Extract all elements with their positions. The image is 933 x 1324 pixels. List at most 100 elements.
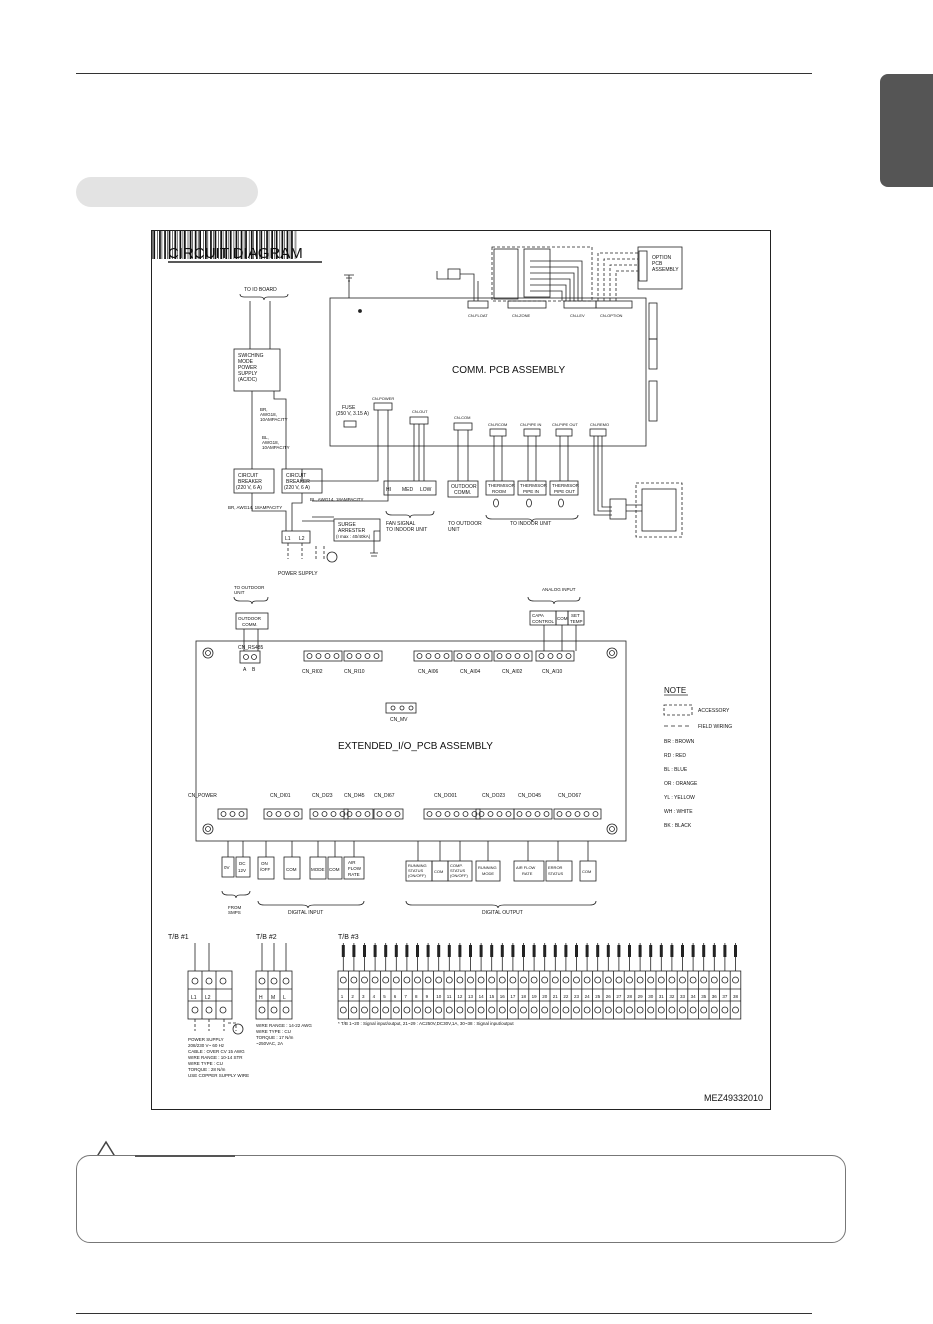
io-connector — [553, 808, 602, 820]
barcode-bar — [187, 231, 189, 259]
tb3-wire-tag — [543, 945, 547, 957]
cn-ri02-label: CN_RI02 — [302, 669, 323, 675]
do-err-1: ERROR — [548, 865, 563, 870]
cn-rcom-label: CN-RCOM — [488, 422, 507, 427]
ps-l1: L1 — [285, 536, 291, 542]
tb3-screw — [530, 1006, 538, 1014]
io-connector — [303, 650, 343, 662]
tb3-label: T/B #3 — [338, 934, 359, 941]
language-tab[interactable] — [880, 74, 933, 187]
connector-pin — [444, 811, 451, 817]
do-air-1: AIR FLOW — [516, 865, 536, 870]
tb3-screw — [657, 1006, 665, 1014]
barcode-bar — [253, 231, 254, 259]
power-supply-label: POWER SUPPLY — [278, 571, 318, 577]
tb3-number: 38 — [733, 994, 739, 999]
io-connector — [373, 808, 404, 820]
io-connector — [493, 650, 533, 662]
barcode-bar — [250, 231, 253, 259]
barcode-bar — [275, 231, 278, 259]
io-connector — [217, 808, 248, 820]
barcode-bar — [159, 231, 161, 259]
tb3-screw — [361, 1006, 368, 1014]
connector-pin — [487, 811, 494, 817]
tb3-screw — [647, 1006, 655, 1014]
mv-pin — [408, 705, 414, 711]
do-comp-2: STATUS — [450, 868, 466, 873]
note-wh: WH : WHITE — [664, 809, 693, 815]
tb3-number: 13 — [468, 994, 474, 999]
tb3-wire-tag — [500, 945, 504, 957]
barcode-bar — [264, 231, 265, 259]
tb3-number: 28 — [627, 994, 633, 999]
footer-rule — [76, 1313, 812, 1314]
note-or: OR : ORANGE — [664, 781, 698, 787]
connector-pin — [339, 811, 346, 817]
connector-pin — [523, 653, 530, 659]
cn-do23-label: CN_DO23 — [482, 793, 505, 799]
tb3-number: 16 — [500, 994, 506, 999]
connector-pin — [443, 653, 450, 659]
tb3-screw — [477, 976, 485, 984]
wire-bl-1: BL, — [262, 435, 269, 440]
cn-power-label: CN-POWER — [372, 396, 394, 401]
tb3-wire-tag — [373, 945, 377, 957]
tb3-screw — [498, 1006, 506, 1014]
fuse-2: (250 V, 3.15 A) — [336, 411, 369, 417]
ps-spec-5: WIRE TYPE : CU — [188, 1061, 223, 1066]
connector-pin — [394, 811, 401, 817]
barcode-bar — [152, 231, 153, 259]
therm-pipeout-2: PIPE OUT — [554, 489, 575, 494]
cn-di45-label: CN_DI45 — [344, 793, 365, 799]
ps-spec-6: TORQUE : 28 N/m — [188, 1067, 226, 1072]
wire-br-3: 10AMPACITY — [260, 417, 288, 422]
connector-pin — [474, 653, 481, 659]
tb3-screw — [467, 976, 474, 984]
connector-pin — [238, 811, 245, 817]
tb3-screw — [689, 976, 697, 984]
tb3-number: 18 — [521, 994, 527, 999]
barcode-bar — [284, 231, 285, 259]
tb3-screw — [541, 976, 549, 984]
connector-pin — [556, 811, 563, 817]
digital-input-label: DIGITAL INPUT — [288, 910, 323, 916]
barcode-bar — [157, 231, 158, 259]
do-run-1: RUNNING — [408, 863, 427, 868]
wire-br-2: AWG18, — [260, 412, 277, 417]
do-err-2: STATUS — [548, 871, 564, 876]
connector-pin — [346, 653, 353, 659]
tb3-wire-tag — [712, 945, 716, 957]
barcode-bar — [182, 231, 184, 259]
do-air-2: RATE — [522, 871, 533, 876]
cn-option-label: CN-OPTION — [600, 313, 623, 318]
wire-spec-3: TORQUE : 17 N/m — [256, 1035, 294, 1040]
tb2-label: T/B #2 — [256, 934, 277, 941]
tb3-screw — [392, 1006, 400, 1014]
tb3-screw — [615, 1006, 623, 1014]
tb3-screw — [700, 976, 708, 984]
tb3-wire-tag — [681, 945, 684, 957]
barcode-bar — [176, 231, 178, 259]
barcode-bar — [153, 231, 156, 259]
tb3-screw — [414, 1006, 421, 1014]
connector-pin — [534, 811, 541, 817]
ps-l2: L2 — [299, 536, 305, 542]
tb3-screw — [594, 1006, 602, 1014]
therm-room-1: THERMISOR — [488, 483, 516, 488]
tb3-screw — [594, 976, 602, 984]
connector-pin — [547, 653, 554, 659]
note-accessory: ACCESSORY — [698, 708, 730, 714]
tb3-number: 22 — [563, 994, 569, 999]
cn-pipeout-label: CN-PIPE OUT — [552, 422, 578, 427]
tb3-wire-tag — [479, 945, 483, 957]
io-connector — [343, 808, 374, 820]
outdoor-comm-2: COMM. — [454, 490, 471, 496]
barcode-bar — [266, 231, 268, 259]
tb3-wire-tag — [638, 945, 642, 957]
breaker2-1: CIRCUIT — [286, 473, 306, 479]
barcode-bar — [213, 231, 214, 259]
connector-pin — [483, 653, 490, 659]
cn-out-label: CN-OUT — [412, 409, 428, 414]
cn-remo-label: CN-REMO — [590, 422, 609, 427]
barcode-bar — [268, 231, 270, 259]
